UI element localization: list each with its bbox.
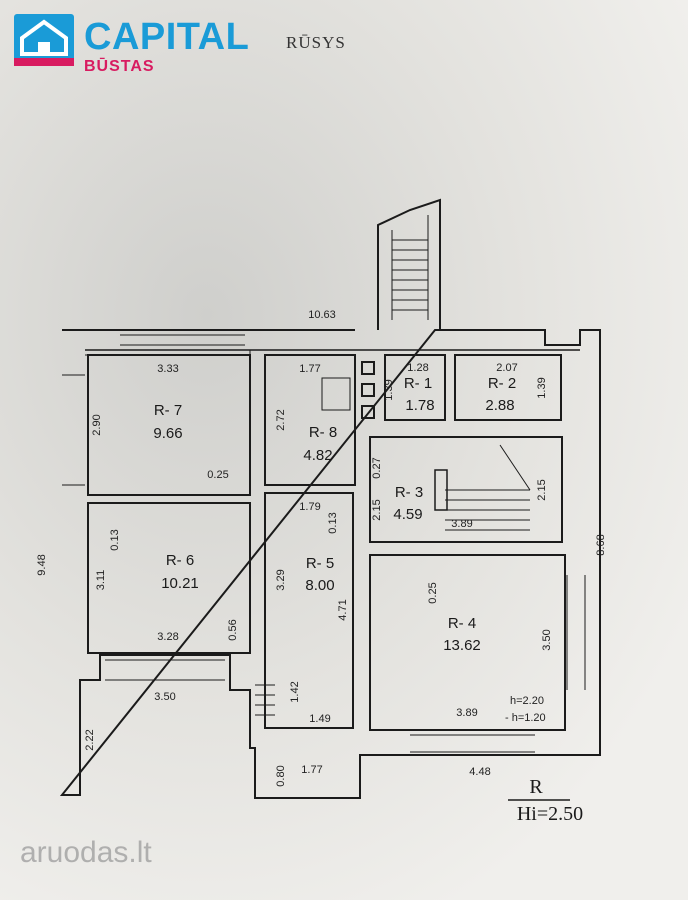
room-label: R- 2 — [488, 375, 516, 392]
room-label: R- 7 — [154, 402, 182, 419]
dimension: 3.29 — [275, 569, 287, 590]
legend-height: Hi=2.50 — [517, 803, 583, 825]
dimension: 2.07 — [496, 362, 517, 374]
dimension: - h=1.20 — [505, 712, 546, 724]
dimension: 1.49 — [309, 713, 330, 725]
dimension: 2.15 — [371, 499, 383, 520]
dimension: 1.39 — [536, 377, 548, 398]
house-logo-icon — [14, 14, 74, 66]
room-r2 — [454, 354, 562, 421]
dimension: 2.90 — [91, 414, 103, 435]
dimension: 3.11 — [95, 570, 107, 591]
dimension: 9.48 — [36, 554, 48, 575]
dimension: 3.89 — [456, 707, 477, 719]
room-label: R- 6 — [166, 552, 194, 569]
dimension: h=2.20 — [510, 695, 544, 707]
room-r1 — [384, 354, 446, 421]
dimension: 3.28 — [157, 631, 178, 643]
room-r3 — [369, 436, 563, 543]
dimension: 2.15 — [536, 479, 548, 500]
dimension: 3.50 — [541, 629, 553, 650]
dimension: 8.68 — [595, 534, 607, 555]
room-label: R- 4 — [448, 615, 476, 632]
dimension: 0.25 — [427, 582, 439, 603]
dimension: 2.22 — [84, 729, 96, 750]
brand-subname: BŪSTAS — [84, 58, 155, 75]
room-label: R- 5 — [306, 555, 334, 572]
room-label: R- 1 — [404, 375, 432, 392]
dimension: 1.79 — [299, 501, 320, 513]
room-area: 4.59 — [393, 506, 422, 523]
room-label: R- 8 — [309, 424, 337, 441]
room-area: 9.66 — [153, 425, 182, 442]
dimension: 0.27 — [371, 457, 383, 478]
dimension: 1.77 — [301, 764, 322, 776]
room-area: 13.62 — [443, 637, 481, 654]
room-area: 1.78 — [405, 397, 434, 414]
room-r6 — [87, 502, 251, 654]
dimension: 1.77 — [299, 363, 320, 375]
room-r8 — [264, 354, 356, 486]
dimension: 4.48 — [469, 766, 490, 778]
room-r4 — [369, 554, 566, 731]
dimension: 1.42 — [289, 681, 301, 702]
dimension: 0.80 — [275, 765, 287, 786]
dimension: 1.39 — [383, 379, 395, 400]
legend-letter: R — [529, 776, 543, 798]
room-area: 10.21 — [161, 575, 199, 592]
room-label: R- 3 — [395, 484, 423, 501]
dimension: 2.72 — [275, 409, 287, 430]
dimension: 0.13 — [327, 512, 339, 533]
dimension: 4.71 — [337, 599, 349, 620]
dimension: 1.28 — [407, 362, 428, 374]
dimension: 3.89 — [451, 518, 472, 530]
dimension: 0.25 — [207, 469, 228, 481]
floor-label: RŪSYS — [286, 33, 346, 52]
watermark: aruodas.lt — [20, 836, 152, 869]
dimension: 10.63 — [308, 309, 336, 321]
room-r5 — [264, 492, 354, 729]
room-r7 — [87, 354, 251, 496]
room-area: 2.88 — [485, 397, 514, 414]
outer-wall — [59, 329, 601, 799]
dimension: 3.33 — [157, 363, 178, 375]
room-area: 8.00 — [305, 577, 334, 594]
exterior-stairs — [377, 198, 441, 330]
room-area: 4.82 — [303, 447, 332, 464]
dimension: 3.50 — [154, 691, 175, 703]
dimension: 0.56 — [227, 619, 239, 640]
dimension: 0.13 — [109, 529, 121, 550]
brand-name: CAPITAL — [84, 16, 250, 58]
